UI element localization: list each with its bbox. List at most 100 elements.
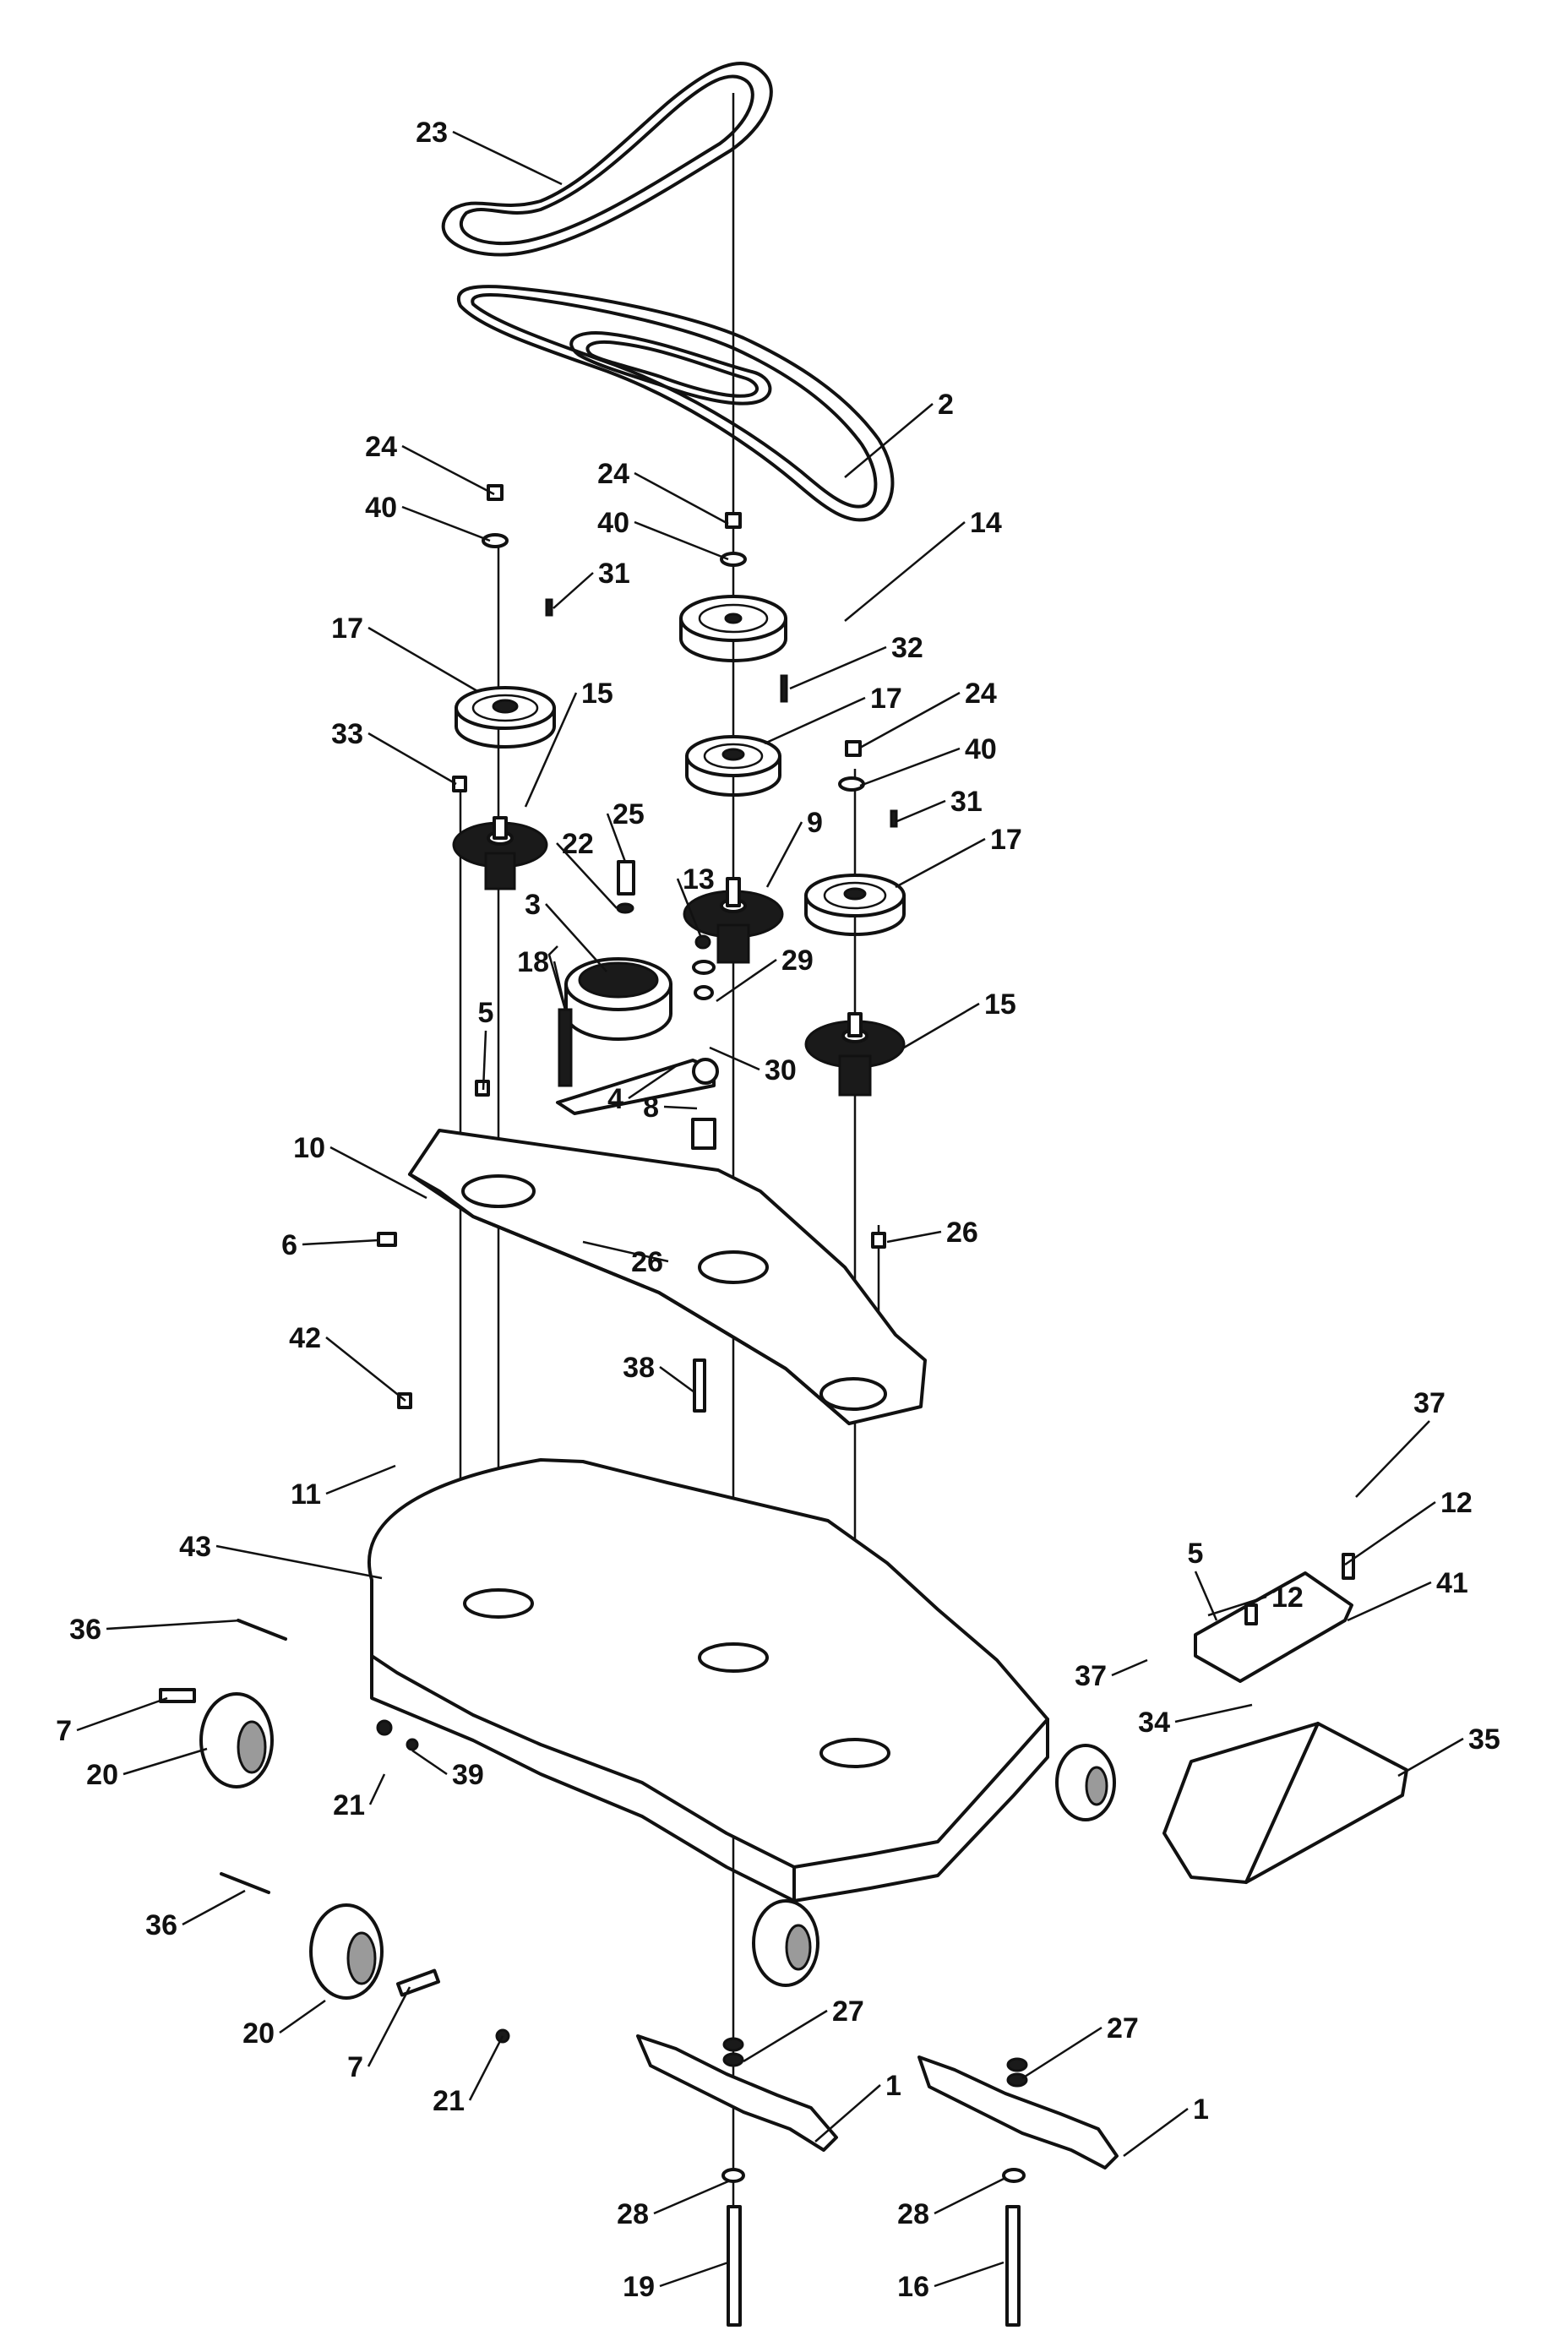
leader-line-28 xyxy=(934,2176,1006,2215)
callout-label-17: 17 xyxy=(870,683,902,715)
callout-label-29: 29 xyxy=(781,945,814,977)
leader-line-15 xyxy=(524,692,578,808)
callout-label-8: 8 xyxy=(643,1092,659,1124)
callout-label-17: 17 xyxy=(331,612,363,645)
callout-label-20: 20 xyxy=(242,2017,275,2050)
callout-label-27: 27 xyxy=(1107,2012,1139,2044)
callout-label-11: 11 xyxy=(291,1478,321,1511)
leader-line-40 xyxy=(401,505,491,542)
callout-label-32: 32 xyxy=(891,632,923,664)
leader-line-33 xyxy=(368,732,457,786)
leader-line-40 xyxy=(634,520,729,561)
leader-line-1 xyxy=(814,2084,881,2142)
leader-line-17 xyxy=(764,696,866,745)
pulley-17-center xyxy=(685,735,781,797)
callout-label-26: 26 xyxy=(946,1217,978,1249)
leader-line-19 xyxy=(659,2261,729,2288)
callout-label-40: 40 xyxy=(597,507,629,539)
callout-label-36: 36 xyxy=(145,1909,177,1941)
callout-label-22: 22 xyxy=(562,828,594,860)
leader-line-41 xyxy=(1347,1581,1432,1622)
leader-line-32 xyxy=(789,645,887,690)
callout-label-39: 39 xyxy=(452,1759,484,1791)
leader-line-6 xyxy=(302,1239,379,1246)
callout-label-7: 7 xyxy=(347,2051,363,2083)
callout-label-15: 15 xyxy=(581,678,613,710)
callout-label-1: 1 xyxy=(1193,2093,1209,2126)
callout-label-26: 26 xyxy=(631,1246,663,1278)
callout-label-1: 1 xyxy=(885,2070,901,2102)
callout-label-3: 3 xyxy=(525,889,541,921)
callout-label-7: 7 xyxy=(56,1715,72,1747)
callout-label-28: 28 xyxy=(617,2198,649,2230)
callout-label-41: 41 xyxy=(1436,1567,1468,1599)
callout-label-43: 43 xyxy=(179,1531,211,1563)
leader-line-21 xyxy=(468,2035,504,2101)
leader-line-4 xyxy=(628,1064,677,1100)
idler-arm-4 xyxy=(556,1058,719,1115)
blade-1-right xyxy=(917,2055,1119,2170)
leader-line-37 xyxy=(1111,1658,1148,1677)
leader-line-7 xyxy=(76,1696,168,1732)
leader-line-26 xyxy=(582,1240,669,1263)
callout-label-21: 21 xyxy=(333,1789,365,1821)
leader-line-39 xyxy=(411,1749,448,1776)
leader-line-20 xyxy=(279,1999,326,2034)
leader-line-28 xyxy=(653,2180,729,2215)
leader-line-5 xyxy=(482,1030,487,1091)
callout-label-35: 35 xyxy=(1468,1723,1500,1756)
callout-label-37: 37 xyxy=(1075,1660,1107,1692)
callout-label-5: 5 xyxy=(1188,1538,1204,1570)
callout-label-18: 18 xyxy=(517,946,549,978)
callout-label-38: 38 xyxy=(623,1352,655,1384)
leader-line-37 xyxy=(1355,1420,1430,1498)
spindle-15-right xyxy=(804,1012,906,1097)
leader-line-1 xyxy=(1123,2107,1189,2158)
leader-line-13 xyxy=(676,878,703,939)
callout-label-31: 31 xyxy=(598,558,630,590)
leader-line-12 xyxy=(1344,1500,1436,1566)
leader-line-23 xyxy=(452,130,563,186)
leader-line-9 xyxy=(765,821,803,888)
leader-line-27 xyxy=(743,2009,828,2063)
leader-line-21 xyxy=(368,1773,386,1805)
leader-line-36 xyxy=(106,1619,242,1631)
leader-line-25 xyxy=(606,813,627,863)
pulley-17-right xyxy=(804,874,906,936)
spring-18 xyxy=(547,945,573,1087)
callout-label-37: 37 xyxy=(1413,1387,1446,1419)
leader-line-24 xyxy=(401,444,495,496)
callout-label-2: 2 xyxy=(938,389,954,421)
pulley-14 xyxy=(679,595,787,662)
callout-label-9: 9 xyxy=(807,807,823,839)
callout-label-6: 6 xyxy=(281,1229,297,1261)
spindle-9 xyxy=(683,877,784,964)
callout-label-17: 17 xyxy=(990,824,1022,856)
gauge-wheel-right xyxy=(1055,1744,1116,1821)
callout-label-12: 12 xyxy=(1440,1487,1473,1519)
gauge-wheel-20-front xyxy=(752,1899,819,1987)
leader-line-5 xyxy=(1194,1571,1218,1621)
chute-bracket-41 xyxy=(1194,1553,1355,1683)
leader-line-3 xyxy=(545,903,607,972)
callout-label-40: 40 xyxy=(965,733,997,765)
leader-line-12 xyxy=(1207,1595,1267,1617)
spindle-15-left xyxy=(452,816,548,890)
leader-line-22 xyxy=(556,842,618,909)
discharge-chute-35 xyxy=(1162,1722,1408,1884)
leader-line-30 xyxy=(709,1046,760,1071)
callout-label-31: 31 xyxy=(950,786,983,818)
leader-line-15 xyxy=(903,1002,980,1049)
blade-1-left xyxy=(636,2034,838,2152)
leader-line-26 xyxy=(886,1230,942,1244)
callout-label-34: 34 xyxy=(1138,1707,1170,1739)
leader-line-31 xyxy=(553,572,594,609)
callout-label-10: 10 xyxy=(293,1132,325,1164)
mower-deck-43 xyxy=(367,1458,1049,1903)
callout-label-4: 4 xyxy=(607,1083,623,1115)
leader-line-42 xyxy=(325,1337,406,1402)
belt-23 xyxy=(441,62,773,257)
callout-label-30: 30 xyxy=(765,1054,797,1086)
